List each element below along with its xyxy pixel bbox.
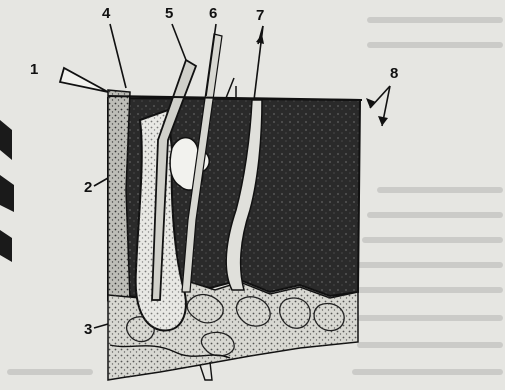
label-1: 1 bbox=[30, 62, 38, 77]
label-3: 3 bbox=[84, 322, 92, 337]
label-8: 8 bbox=[390, 66, 398, 81]
label-4: 4 bbox=[102, 6, 110, 21]
label-6: 6 bbox=[209, 6, 217, 21]
label-5: 5 bbox=[165, 6, 173, 21]
pointer-1-wedge bbox=[60, 68, 108, 92]
binding-marks bbox=[0, 120, 14, 262]
label-7: 7 bbox=[256, 8, 264, 23]
label-2: 2 bbox=[84, 180, 92, 195]
surface-hairs bbox=[226, 78, 236, 100]
